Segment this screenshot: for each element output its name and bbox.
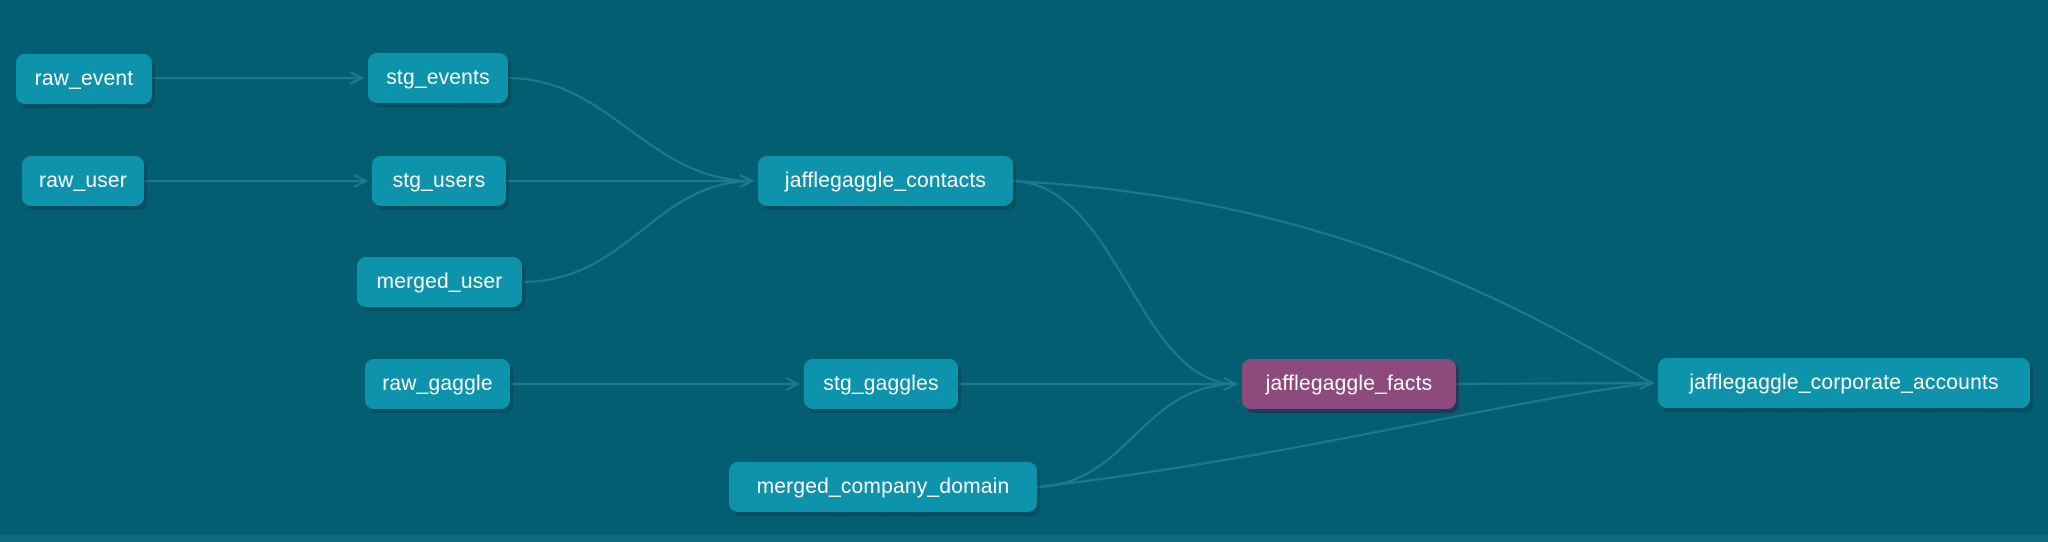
edge-jafflegaggle_contacts-jafflegaggle_corporate_accounts — [1012, 179, 1653, 384]
node-raw_event[interactable]: raw_event — [16, 54, 152, 104]
edge-merged_company_domain-jafflegaggle_facts — [1036, 382, 1237, 489]
node-merged_user[interactable]: merged_user — [357, 257, 522, 307]
edge-jafflegaggle_facts-jafflegaggle_corporate_accounts — [1455, 376, 1655, 391]
node-raw_gaggle[interactable]: raw_gaggle — [365, 359, 510, 409]
node-raw_user[interactable]: raw_user — [22, 156, 144, 206]
node-jafflegaggle_contacts[interactable]: jafflegaggle_contacts — [758, 156, 1013, 206]
node-stg_users[interactable]: stg_users — [372, 156, 506, 206]
canvas-bottom-edge — [0, 535, 2048, 542]
node-stg_gaggles[interactable]: stg_gaggles — [804, 359, 958, 409]
node-stg_events[interactable]: stg_events — [368, 53, 508, 103]
edge-stg_events-jafflegaggle_contacts — [507, 76, 753, 183]
node-jafflegaggle_facts[interactable]: jafflegaggle_facts — [1242, 359, 1456, 409]
node-jafflegaggle_corporate_accounts[interactable]: jafflegaggle_corporate_accounts — [1658, 358, 2030, 408]
edge-merged_user-jafflegaggle_contacts — [521, 179, 753, 284]
edge-jafflegaggle_contacts-jafflegaggle_facts — [1012, 179, 1237, 386]
node-merged_company_domain[interactable]: merged_company_domain — [729, 462, 1037, 512]
edge-merged_company_domain-jafflegaggle_corporate_accounts — [1036, 381, 1653, 489]
